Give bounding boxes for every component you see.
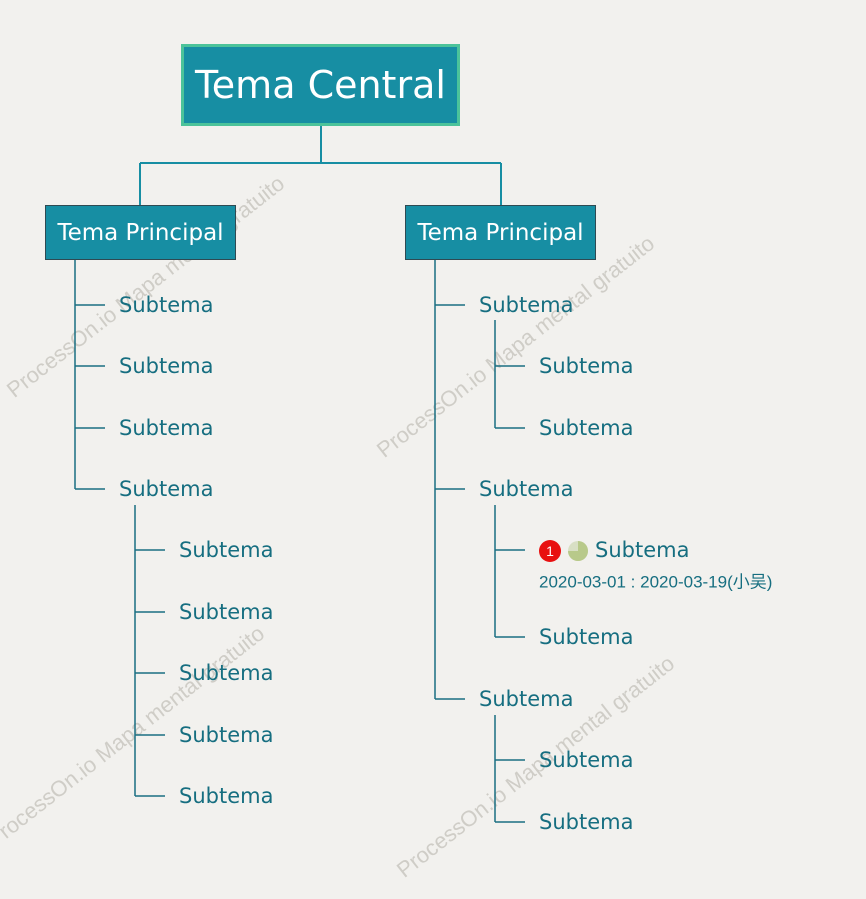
central-connector [139,126,502,205]
subtopic-node[interactable]: Subtema [179,784,274,808]
subtopic-node[interactable]: Subtema [539,625,634,649]
date-note: 2020-03-01 : 2020-03-19(小吴) [539,572,773,592]
subtopic-node[interactable]: Subtema [119,293,214,317]
subtopic-node[interactable]: Subtema [539,354,634,378]
subtopic-node[interactable]: Subtema [119,354,214,378]
subtopic-node[interactable]: Subtema [479,687,574,711]
subtopic-node[interactable]: Subtema [179,600,274,624]
progress-icon [568,541,588,561]
tree-connectors [74,260,525,823]
main-topic-left[interactable]: Tema Principal [45,205,236,260]
subtopic-node[interactable]: Subtema [539,748,634,772]
subtopic-node[interactable]: Subtema [119,477,214,501]
priority-icon: 1 [539,540,561,562]
subtopic-node[interactable]: Subtema [479,477,574,501]
main-topic-right[interactable]: Tema Principal [405,205,596,260]
subtopic-node[interactable]: Subtema [179,661,274,685]
subtopic-node-with-markers[interactable]: 1 Subtema [539,537,689,563]
central-topic[interactable]: Tema Central [181,44,460,126]
subtopic-node[interactable]: Subtema [179,723,274,747]
subtopic-node[interactable]: Subtema [119,416,214,440]
subtopic-node[interactable]: Subtema [539,416,634,440]
subtopic-node[interactable]: Subtema [479,293,574,317]
subtopic-label: Subtema [595,538,690,562]
subtopic-node[interactable]: Subtema [539,810,634,834]
subtopic-node[interactable]: Subtema [179,538,274,562]
